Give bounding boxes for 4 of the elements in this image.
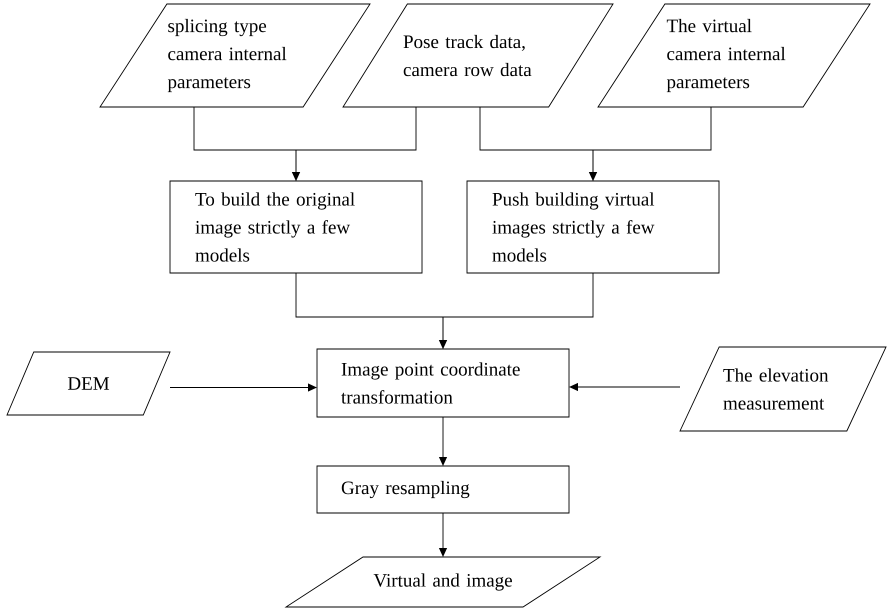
process-box: Image point coordinate transformation xyxy=(316,348,570,418)
process-box: Push building virtual images strictly a few models xyxy=(466,180,720,274)
process-box: To build the original image strictly a few models xyxy=(170,180,422,274)
process-box: Gray resampling xyxy=(316,466,570,514)
